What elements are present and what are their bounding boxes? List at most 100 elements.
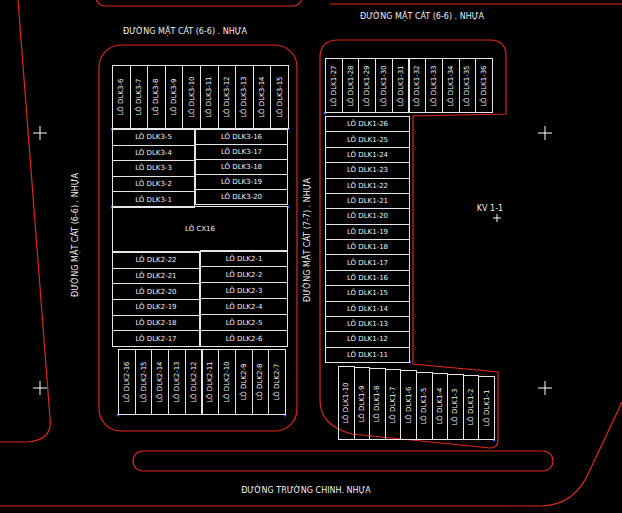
lot-label: LÔ DLK1-17 <box>347 259 388 266</box>
lot-parcel: LÔ DLK3-10 <box>182 65 201 129</box>
lot-parcel: LÔ DLK3-8 <box>147 65 166 129</box>
lot-parcel: LÔ DLK1-32 <box>409 58 427 113</box>
lot-parcel: LÔ DLK3-17 <box>195 144 288 160</box>
lot-parcel: LÔ DLK2-1 <box>200 250 288 267</box>
lot-label: LÔ DLK1-24 <box>347 151 388 158</box>
lot-label: LÔ DLK1-3 <box>452 389 459 426</box>
grid-cross <box>538 126 552 140</box>
lot-parcel: LÔ DLK1-27 <box>325 58 343 113</box>
lot-label: LÔ DLK2-10 <box>224 361 231 402</box>
road-name: ĐƯỜNG TRƯỜNG CHINH. NHỰA <box>241 487 371 495</box>
lot-label: LÔ DLK3-14 <box>259 76 266 117</box>
lot-label: LÔ DLK1-30 <box>380 65 387 106</box>
lot-parcel: LÔ DLK2-20 <box>112 283 200 300</box>
lot-parcel: LÔ DLK3-19 <box>195 174 288 190</box>
lot-label: LÔ DLK3-16 <box>221 134 262 141</box>
lot-parcel: LÔ DLK1-3 <box>447 374 464 440</box>
lot-parcel: LÔ DLK1-19 <box>325 224 410 240</box>
lot-label: LÔ DLK1-14 <box>347 305 388 312</box>
lot-parcel: LÔ DLK3-16 <box>195 129 288 145</box>
lot-parcel: LÔ DLK1-34 <box>442 58 460 113</box>
road-name: KV 1-1 <box>477 205 503 213</box>
lot-parcel: LÔ DLK2-19 <box>112 299 200 316</box>
lot-parcel: LÔ DLK1-9 <box>354 367 371 440</box>
lot-label: LÔ DLK1-25 <box>347 136 388 143</box>
lot-label: LÔ DLK1-27 <box>330 65 337 106</box>
lot-label: LÔ DLK2-6 <box>226 335 263 342</box>
lot-label: LÔ DLK3-9 <box>171 79 178 116</box>
lot-parcel: LÔ DLK1-28 <box>342 58 360 113</box>
lot-label: LÔ DLK3-17 <box>221 149 262 156</box>
road-name: ĐƯỜNG MẶT CÁT (6-6) . NHỰA <box>72 173 80 297</box>
lot-parcel: LÔ DLK3-18 <box>195 159 288 175</box>
road-edge <box>0 0 50 442</box>
lot-parcel: LÔ DLK3-15 <box>270 65 289 129</box>
block-boundary <box>320 40 506 448</box>
lot-label: LÔ DLK1-13 <box>347 321 388 328</box>
lot-label: LÔ DLK1-10 <box>343 382 350 423</box>
lot-parcel: LÔ CX16 <box>112 206 288 252</box>
lot-label: LÔ DLK2-20 <box>135 288 176 295</box>
lot-label: LÔ DLK3-20 <box>221 194 262 201</box>
lot-label: LÔ DLK2-19 <box>135 304 176 311</box>
lot-parcel: LÔ DLK2-4 <box>200 298 288 315</box>
lot-label: LÔ DLK2-13 <box>173 361 180 402</box>
lot-parcel: LÔ DLK3-12 <box>218 65 237 129</box>
lot-label: LÔ DLK2-4 <box>226 303 263 310</box>
lot-label: LÔ DLK3-7 <box>135 79 142 116</box>
lot-parcel: LÔ DLK2-10 <box>218 349 236 415</box>
lot-label: LÔ DLK1-31 <box>397 65 404 106</box>
lot-label: LÔ DLK2-3 <box>226 287 263 294</box>
lot-parcel: LÔ DLK1-33 <box>425 58 443 113</box>
lot-label: LÔ DLK2-14 <box>157 361 164 402</box>
lot-label: LÔ DLK3-11 <box>206 76 213 117</box>
lot-label: LÔ DLK2-7 <box>274 364 281 401</box>
lot-label: LÔ DLK1-33 <box>431 65 438 106</box>
lot-parcel: LÔ DLK1-6 <box>400 370 417 440</box>
lot-parcel: LÔ DLK3-20 <box>195 189 288 205</box>
lot-parcel: LÔ DLK3-3 <box>112 160 195 177</box>
lot-label: LÔ DLK1-16 <box>347 274 388 281</box>
lot-label: LÔ DLK1-15 <box>347 290 388 297</box>
lot-parcel: LÔ DLK1-14 <box>325 301 410 317</box>
lot-parcel: LÔ DLK3-4 <box>112 145 195 162</box>
lot-parcel: LÔ DLK2-11 <box>202 349 220 415</box>
lot-parcel: LÔ DLK1-26 <box>325 116 410 132</box>
lot-label: LÔ DLK3-13 <box>241 76 248 117</box>
lot-label: LÔ CX16 <box>185 226 215 233</box>
lot-parcel: LÔ DLK3-14 <box>253 65 272 129</box>
lot-parcel: LÔ DLK1-10 <box>338 366 355 440</box>
road-edge <box>0 402 622 506</box>
lot-label: LÔ DLK3-19 <box>221 179 262 186</box>
lot-parcel: LÔ DLK1-24 <box>325 147 410 163</box>
lot-parcel: LÔ DLK2-21 <box>112 268 200 285</box>
lot-parcel: LÔ DLK2-18 <box>112 315 200 332</box>
lot-label: LÔ DLK1-23 <box>347 167 388 174</box>
lot-label: LÔ DLK1-6 <box>405 387 412 424</box>
lot-label: LÔ DLK3-3 <box>135 165 172 172</box>
lot-parcel: LÔ DLK1-7 <box>385 369 402 440</box>
lot-label: LÔ DLK3-6 <box>118 79 125 116</box>
lot-label: LÔ DLK2-11 <box>207 361 214 402</box>
lot-parcel: LÔ DLK2-2 <box>200 266 288 283</box>
lot-parcel: LÔ DLK1-36 <box>475 58 493 113</box>
lot-label: LÔ DLK3-18 <box>221 164 262 171</box>
road-name: ĐƯỜNG MẶT CÁT (6-6) . NHỰA <box>123 28 247 36</box>
lot-label: LÔ DLK2-16 <box>123 361 130 402</box>
lot-parcel: LÔ DLK1-5 <box>416 372 433 440</box>
lot-label: LÔ DLK1-8 <box>374 386 381 423</box>
lot-parcel: LÔ DLK2-13 <box>168 349 186 415</box>
lot-parcel: LÔ DLK2-8 <box>252 349 270 415</box>
lot-parcel: LÔ DLK1-11 <box>325 347 410 363</box>
lot-parcel: LÔ DLK1-29 <box>358 58 376 113</box>
block-boundary <box>99 45 297 431</box>
lot-parcel: LÔ DLK2-14 <box>151 349 169 415</box>
lot-parcel: LÔ DLK3-2 <box>112 176 195 193</box>
lot-parcel: LÔ DLK1-25 <box>325 131 410 147</box>
lot-parcel: LÔ DLK1-22 <box>325 178 410 194</box>
lot-parcel: LÔ DLK3-11 <box>200 65 219 129</box>
lot-parcel: LÔ DLK3-7 <box>130 65 149 129</box>
lot-parcel: LÔ DLK1-17 <box>325 254 410 270</box>
grid-cross <box>33 126 47 140</box>
